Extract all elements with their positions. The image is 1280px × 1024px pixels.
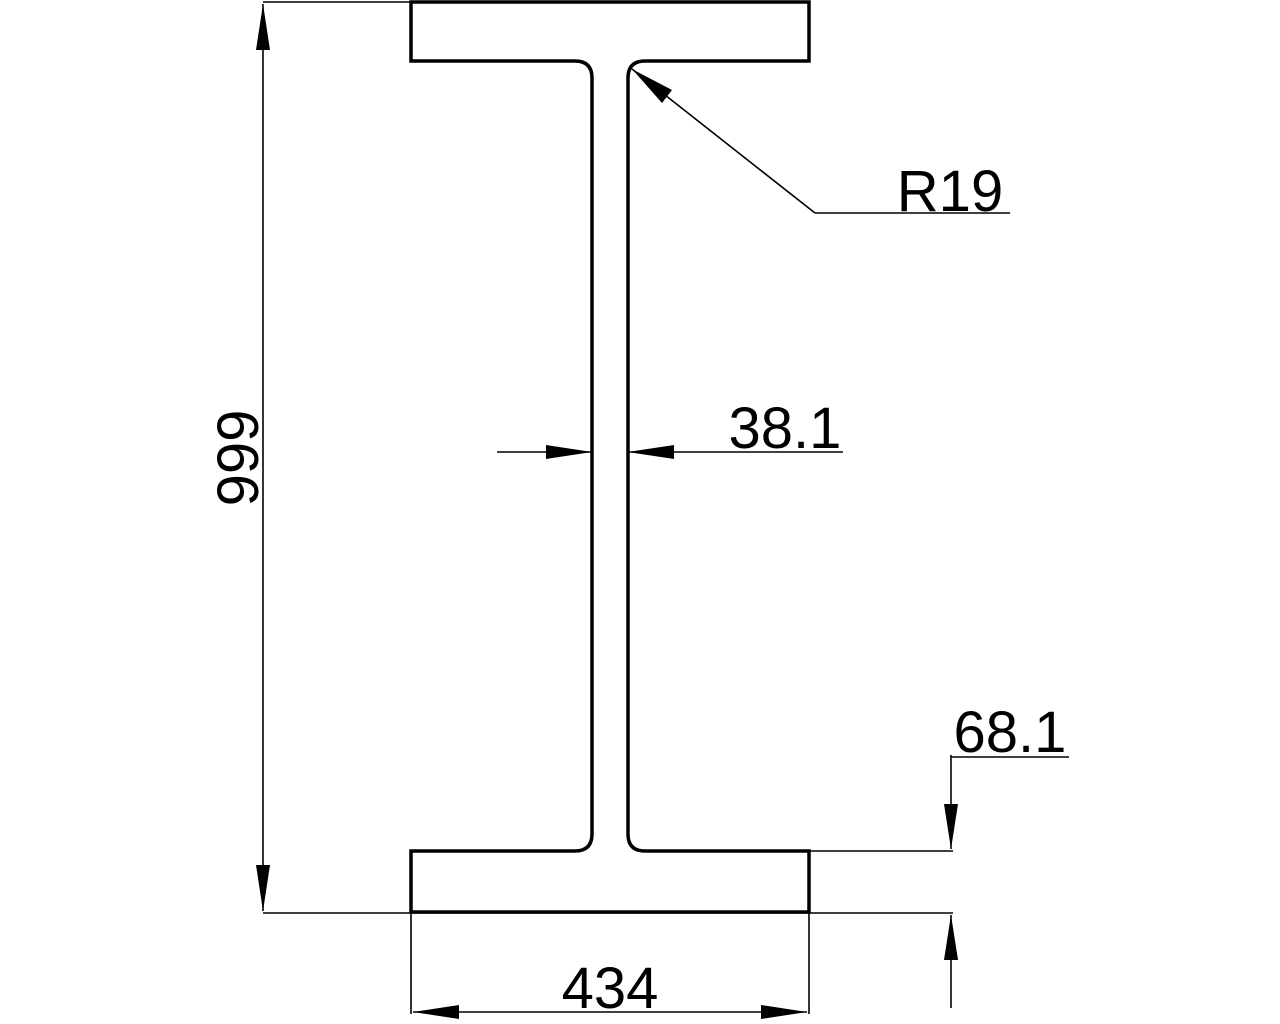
leader-arrow bbox=[632, 69, 672, 103]
arrow-down bbox=[256, 865, 270, 911]
arrow-right bbox=[546, 445, 592, 459]
width-label: 434 bbox=[562, 956, 659, 1021]
arrow-up bbox=[944, 915, 958, 960]
flange-thickness-label: 68.1 bbox=[954, 700, 1067, 765]
arrow-down bbox=[944, 804, 958, 849]
fillet-radius-label: R19 bbox=[897, 159, 1003, 224]
width-dimension: 434 bbox=[410, 913, 810, 1021]
arrow-up bbox=[256, 4, 270, 50]
arrow-left bbox=[628, 445, 674, 459]
arrow-left bbox=[413, 1005, 459, 1019]
height-dimension: 999 bbox=[206, 1, 953, 914]
fillet-radius-leader: R19 bbox=[631, 68, 1010, 224]
flange-thickness-dimension: 68.1 bbox=[809, 700, 1069, 1008]
web-thickness-label: 38.1 bbox=[729, 396, 842, 461]
arrow-right bbox=[761, 1005, 807, 1019]
height-label: 999 bbox=[206, 410, 271, 507]
web-thickness-dimension: 38.1 bbox=[497, 396, 843, 461]
i-beam-section-outline bbox=[409, 0, 811, 914]
